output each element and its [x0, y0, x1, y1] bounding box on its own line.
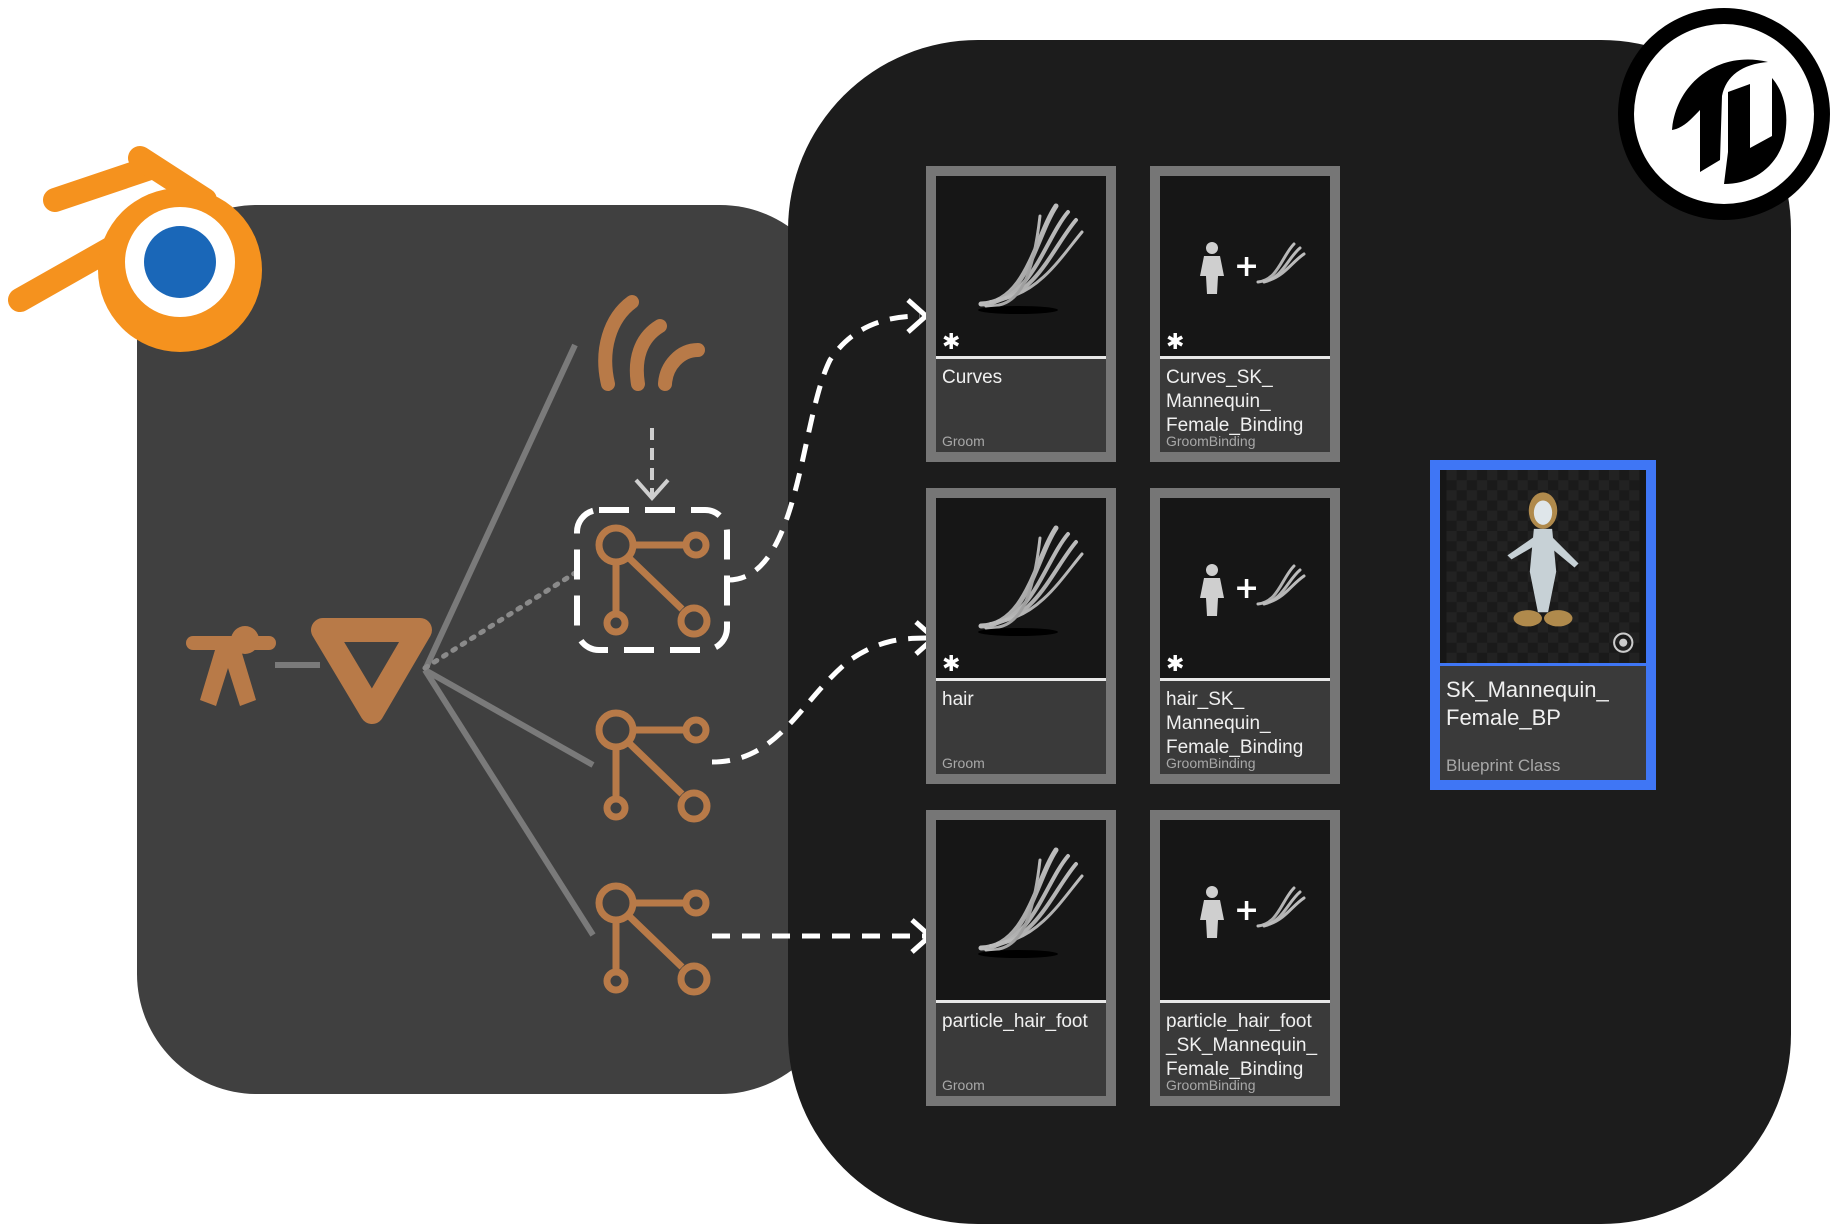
unsaved-asterisk-icon: ✱: [1166, 330, 1185, 355]
asset-type: GroomBinding: [1166, 755, 1256, 771]
asset-name: hair: [942, 689, 974, 710]
blueprint-name: SK_Mannequin_ Female_BP: [1446, 677, 1609, 730]
blender-logo-icon: [8, 146, 262, 352]
selection-box: [574, 507, 730, 653]
mannequin-plus-groom-thumbnail-icon: +: [1200, 564, 1306, 616]
asset-name: particle_hair_foot _SK_Mannequin_ Female…: [1166, 1011, 1318, 1080]
unreal-engine-logo-icon: [1618, 8, 1830, 220]
asset-type: GroomBinding: [1166, 433, 1256, 449]
asset-type: GroomBinding: [1166, 1077, 1256, 1093]
groom-curves-thumbnail-icon: [978, 203, 1084, 314]
asset-name: particle_hair_foot: [942, 1011, 1088, 1032]
groom-binding-thumbnail: +✱: [1160, 176, 1330, 359]
blueprint-asset-tile[interactable]: SK_Mannequin_ Female_BP Blueprint Class: [1430, 460, 1656, 790]
svg-text:+: +: [1234, 249, 1259, 284]
groom-binding-thumbnail: +: [1160, 820, 1330, 1003]
groom-thumbnail: [936, 820, 1106, 1003]
svg-text:+: +: [1234, 571, 1259, 606]
blender-panel: [137, 205, 840, 1094]
mannequin-plus-groom-thumbnail-icon: +: [1200, 242, 1306, 294]
asset-name: Curves: [942, 367, 1003, 388]
hair-to-node-arrow: [634, 428, 670, 502]
particle-system-node-icon[interactable]: [595, 709, 711, 823]
unsaved-asterisk-icon: ✱: [942, 652, 961, 677]
mesh-triangle-icon: [311, 618, 432, 724]
mannequin-plus-groom-thumbnail-icon: +: [1200, 886, 1306, 938]
particle-system-node-icon[interactable]: [595, 882, 711, 996]
groom-binding-thumbnail: +✱: [1160, 498, 1330, 681]
export-arrows: [711, 313, 931, 939]
particle-system-node-icon[interactable]: [595, 524, 711, 638]
groom-curves-thumbnail-icon: [978, 525, 1084, 636]
armature-figure-icon: [186, 626, 276, 706]
svg-text:+: +: [1234, 893, 1259, 928]
asset-tile[interactable]: + particle_hair_foot _SK_Mannequin_ Femal…: [1150, 810, 1340, 1106]
connection-lines: [275, 343, 596, 937]
blueprint-thumbnail: [1440, 470, 1646, 666]
asset-type: Groom: [942, 1077, 985, 1093]
unsaved-asterisk-icon: ✱: [1166, 652, 1185, 677]
asset-type: Groom: [942, 433, 985, 449]
mannequin-character-thumbnail-icon: [1446, 470, 1640, 663]
groom-thumbnail: ✱: [936, 498, 1106, 681]
groom-thumbnail: ✱: [936, 176, 1106, 359]
unsaved-asterisk-icon: ✱: [942, 330, 961, 355]
groom-curves-thumbnail-icon: [978, 847, 1084, 958]
hair-strands-icon: [598, 295, 705, 391]
asset-type: Groom: [942, 755, 985, 771]
blueprint-type: Blueprint Class: [1446, 756, 1561, 775]
asset-name: hair_SK_ Mannequin_ Female_Binding: [1166, 689, 1304, 758]
asset-name: Curves_SK_ Mannequin_ Female_Binding: [1166, 367, 1304, 436]
